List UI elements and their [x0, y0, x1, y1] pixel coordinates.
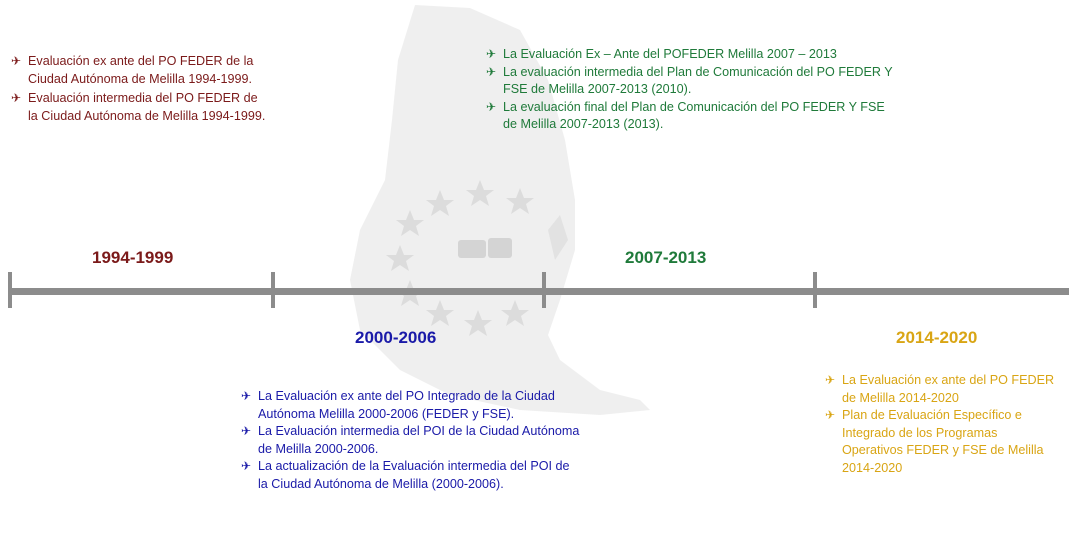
timeline-tick	[271, 272, 275, 308]
evaluations-2014-2020: ✈ La Evaluación ex ante del PO FEDER de …	[822, 372, 1058, 478]
list-item: ✈ La Evaluación Ex – Ante del POFEDER Me…	[483, 46, 893, 64]
list-item-text: La evaluación final del Plan de Comunica…	[503, 99, 885, 132]
plane-icon: ✈	[485, 64, 497, 79]
list-item: ✈ Evaluación ex ante del PO FEDER de la …	[8, 53, 270, 88]
list-item-text: Evaluación ex ante del PO FEDER de la Ci…	[28, 54, 254, 86]
list-item: ✈ Plan de Evaluación Específico e Integr…	[822, 407, 1058, 477]
timeline-bar	[10, 288, 1069, 295]
list-item-text: La evaluación intermedia del Plan de Com…	[503, 64, 893, 97]
list-item-text: Evaluación intermedia del PO FEDER de la…	[28, 91, 266, 123]
plane-icon: ✈	[824, 408, 836, 423]
list-item: ✈ La Evaluación ex ante del PO Integrado…	[238, 388, 580, 423]
evaluations-2000-2006: ✈ La Evaluación ex ante del PO Integrado…	[238, 388, 580, 494]
timeline-tick	[8, 272, 12, 308]
list-item: ✈ La Evaluación ex ante del PO FEDER de …	[822, 372, 1058, 407]
list-item: ✈ La actualización de la Evaluación inte…	[238, 458, 580, 493]
list-item-text: La Evaluación Ex – Ante del POFEDER Meli…	[503, 47, 837, 61]
plane-icon: ✈	[485, 47, 497, 61]
list-item: ✈ Evaluación intermedia del PO FEDER de …	[8, 90, 270, 125]
period-label-2000-2006: 2000-2006	[355, 328, 437, 347]
list-item: ✈ La Evaluación intermedia del POI de la…	[238, 423, 580, 458]
plane-icon: ✈	[240, 424, 252, 439]
plane-icon: ✈	[10, 54, 22, 68]
list-item-text: La Evaluación ex ante del PO Integrado d…	[258, 389, 555, 421]
list-item: ✈ La evaluación final del Plan de Comuni…	[483, 99, 893, 134]
plane-icon: ✈	[824, 373, 836, 387]
period-label-2007-2013: 2007-2013	[625, 248, 707, 267]
plane-icon: ✈	[240, 389, 252, 403]
list-item-text: La actualización de la Evaluación interm…	[258, 459, 570, 491]
plane-icon: ✈	[485, 99, 497, 114]
list-item-text: Plan de Evaluación Específico e Integrad…	[842, 408, 1044, 475]
period-label-2014-2020: 2014-2020	[896, 328, 978, 347]
timeline-tick	[813, 272, 817, 308]
plane-icon: ✈	[240, 459, 252, 474]
evaluations-2007-2013: ✈ La Evaluación Ex – Ante del POFEDER Me…	[483, 46, 893, 134]
list-item-text: La Evaluación ex ante del PO FEDER de Me…	[842, 373, 1055, 405]
list-item: ✈ La evaluación intermedia del Plan de C…	[483, 64, 893, 99]
evaluations-1994-1999: ✈ Evaluación ex ante del PO FEDER de la …	[8, 53, 270, 125]
period-label-1994-1999: 1994-1999	[92, 248, 174, 267]
timeline-tick	[542, 272, 546, 308]
list-item-text: La Evaluación intermedia del POI de la C…	[258, 424, 580, 456]
plane-icon: ✈	[10, 91, 22, 106]
